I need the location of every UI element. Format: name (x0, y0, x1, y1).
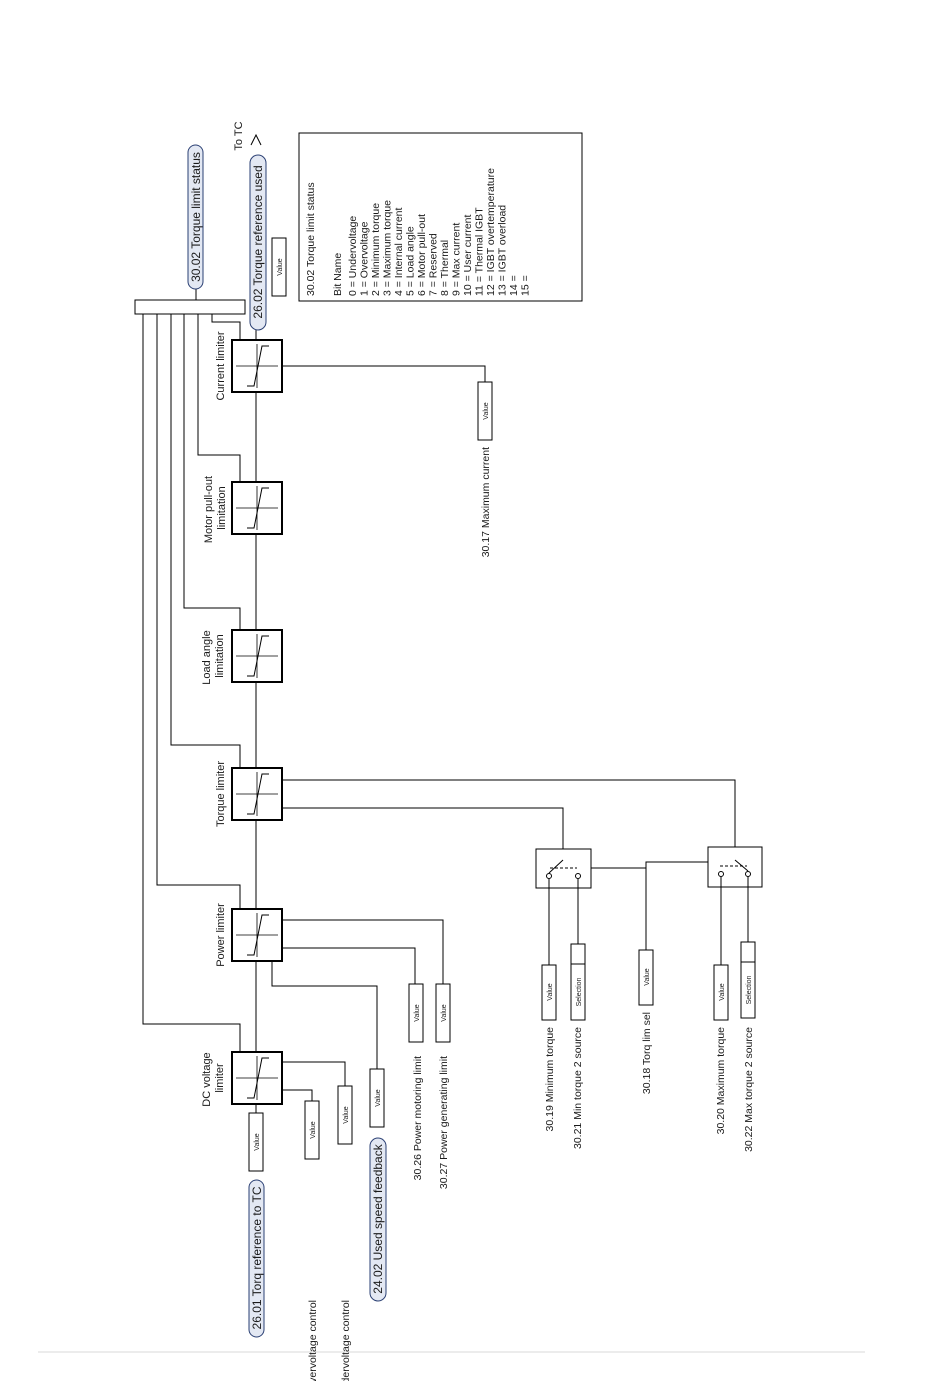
bit-legend-item: 1 = Overvoltage (359, 221, 371, 296)
bit-legend-title: 30.02 Torque limit status (305, 182, 317, 296)
minimum-torque-value-tag: Value (541, 964, 557, 1021)
min-torque-output-wire (282, 807, 564, 868)
power-motoring-wire (282, 919, 444, 984)
power-limiter-block (231, 908, 283, 962)
maximum-torque-value-tag: Value (713, 964, 729, 1021)
min-torque-2-selection-tag: Selection (570, 943, 586, 1021)
status-line-load-angle (183, 314, 241, 630)
svg-text:Selection: Selection (576, 977, 583, 1006)
dc-voltage-limiter-block (231, 1051, 283, 1105)
status-line-pullout (197, 314, 241, 482)
torque-ref-used-value-tag: Value (271, 237, 287, 297)
svg-text:Value: Value (719, 983, 726, 1000)
output-arrow-head (250, 133, 262, 146)
bit-legend-item: 0 = Undervoltage (347, 216, 359, 296)
maximum-torque-label: 30.20 Maximum torque (715, 1027, 727, 1135)
status-line-torque (170, 314, 241, 768)
load-angle-block (231, 629, 283, 683)
bit-legend-item: 3 = Maximum torque (382, 200, 394, 296)
svg-text:Value: Value (547, 983, 554, 1000)
maximum-current-label: 30.17 Maximum current (480, 447, 492, 557)
status-line-dc (142, 314, 241, 1052)
status-bus-box (134, 299, 246, 315)
max-torque-2-source-label: 30.22 Max torque 2 source (743, 1027, 755, 1152)
svg-text:Value: Value (414, 1004, 421, 1021)
svg-text:24.02 Used speed feedback: 24.02 Used speed feedback (371, 1143, 385, 1293)
svg-text:Selection: Selection (746, 975, 753, 1004)
to-tc-label: To TC (233, 121, 245, 150)
bit-legend-item: 13 = IGBT overload (497, 205, 509, 296)
bit-legend-item: 5 = Load angle (405, 226, 417, 296)
min-torque-switch (535, 848, 592, 889)
maximum-current-value-tag: Value (477, 381, 493, 441)
minimum-torque-label: 30.19 Minimum torque (544, 1027, 556, 1132)
svg-text:Value: Value (375, 1089, 382, 1106)
bit-legend-item: 9 = Max current (451, 223, 463, 296)
speed-feedback-wire (271, 961, 378, 1069)
power-limiter-label: Power limiter (215, 903, 227, 967)
svg-text:Value: Value (310, 1121, 317, 1138)
bit-legend-header: Bit Name (332, 253, 344, 296)
bit-legend-box (298, 132, 583, 302)
torq-lim-sel-wire (645, 861, 708, 950)
bit-legend: 30.02 Torque limit status Bit Name 0 = U… (298, 132, 583, 302)
bit-legend-item: 2 = Minimum torque (370, 203, 382, 296)
bit-legend-item: 15 = (520, 275, 532, 296)
torq-lim-sel-label: 30.18 Torq lim sel (641, 1012, 653, 1094)
overvoltage-wire (282, 1089, 313, 1101)
overvoltage-value-tag: Value (304, 1100, 320, 1160)
svg-text:Value: Value (483, 402, 490, 419)
power-generating-value-tag: Value (435, 983, 451, 1043)
min-torque-2-source-label: 30.21 Min torque 2 source (572, 1027, 584, 1149)
svg-text:Value: Value (441, 1004, 448, 1021)
bit-legend-item: 14 = (508, 275, 520, 296)
used-speed-feedback-pill: 24.02 Used speed feedback (369, 1137, 387, 1302)
speed-feedback-value-tag: Value (369, 1068, 385, 1128)
max-torque-2-selection-tag: Selection (740, 941, 756, 1019)
svg-text:Value: Value (343, 1106, 350, 1123)
bit-legend-item: 4 = Internal current (393, 207, 405, 296)
torque-limit-status-pill: 30.02 Torque limit status (187, 144, 204, 290)
bit-legend-item: 6 = Motor pull-out (416, 214, 428, 296)
motor-pullout-block (231, 481, 283, 535)
torq-ref-tc-value-tag: Value (248, 1112, 264, 1172)
svg-text:30.02 Torque limit status: 30.02 Torque limit status (189, 152, 203, 282)
torque-limiter-block (231, 767, 283, 821)
bit-legend-item: 11 = Thermal IGBT (474, 207, 486, 296)
bit-legend-item: 12 = IGBT overtemperature (485, 168, 497, 296)
svg-text:Value: Value (254, 1133, 261, 1150)
svg-text:26.02 Torque reference used: 26.02 Torque reference used (251, 165, 265, 318)
motor-pullout-label: Motor pull-out limitation (203, 473, 228, 543)
undervoltage-wire (282, 1061, 346, 1086)
power-motoring-limit-label: 30.26 Power motoring limit (412, 1056, 424, 1180)
load-angle-label: Load angle limitation (201, 627, 226, 685)
svg-text:Value: Value (277, 258, 284, 275)
max-torque-switch (707, 846, 763, 888)
undervoltage-control-label: 30.31 Undervoltage control (340, 1300, 352, 1381)
current-limiter-label: Current limiter (215, 331, 227, 400)
bit-legend-item: 8 = Thermal (439, 240, 451, 296)
torque-reference-used-pill: 26.02 Torque reference used (249, 154, 267, 331)
torq-reference-to-tc-pill: 26.01 Torq reference to TC (248, 1179, 265, 1338)
bit-legend-item: 7 = Reserved (428, 233, 440, 296)
svg-text:Value: Value (644, 968, 651, 985)
torq-lim-sel-value-tag: Value (638, 949, 654, 1006)
current-limiter-block (231, 339, 283, 393)
max-current-wire (282, 365, 486, 382)
torque-limiter-label: Torque limiter (215, 761, 227, 827)
power-generating-limit-label: 30.27 Power generating limit (438, 1056, 450, 1189)
bit-legend-item: 10 = User current (462, 215, 474, 296)
overvoltage-control-label: 30.30 Overvoltage control (307, 1300, 319, 1381)
power-generating-wire (282, 947, 416, 984)
dc-voltage-limiter-label: DC voltage limiter (201, 1049, 226, 1106)
status-line-power (156, 314, 241, 909)
power-motoring-value-tag: Value (408, 983, 424, 1043)
max-torque-output-wire (282, 779, 736, 866)
svg-text:26.01 Torq reference to TC: 26.01 Torq reference to TC (250, 1186, 264, 1329)
status-line-current (211, 314, 241, 340)
undervoltage-value-tag: Value (337, 1085, 353, 1145)
